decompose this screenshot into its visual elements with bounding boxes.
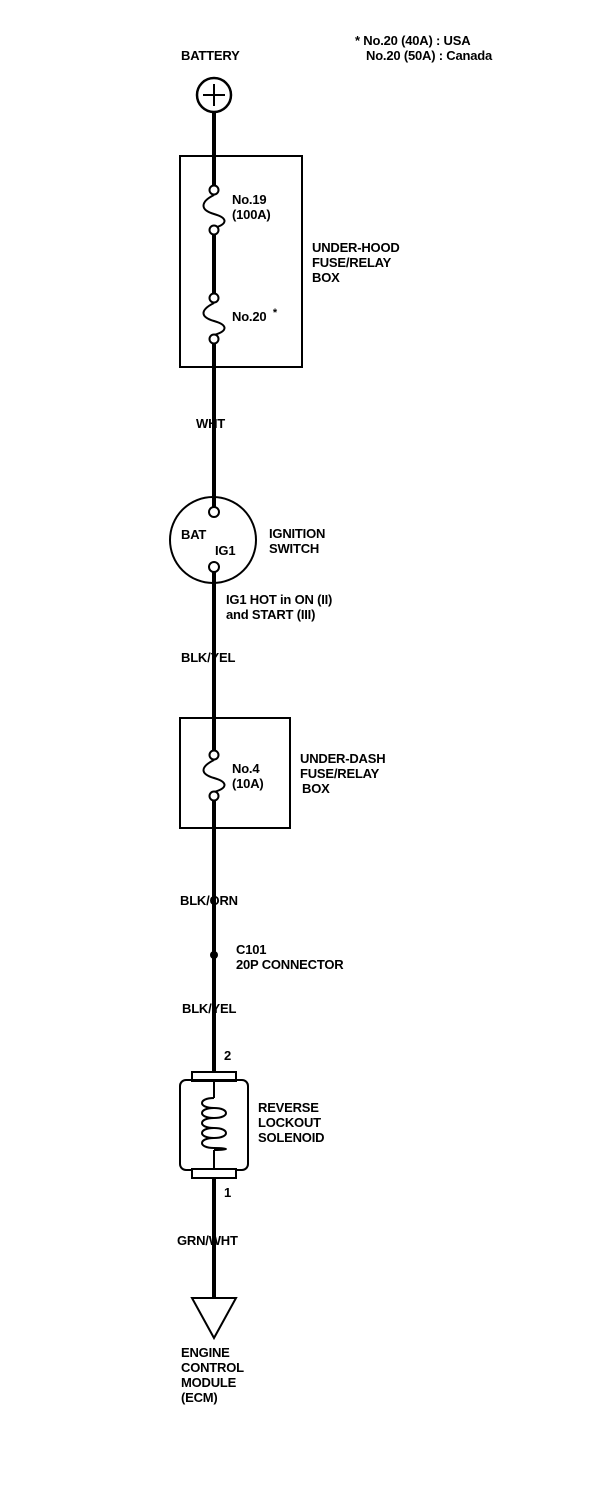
fuse-19-number: No.19 <box>232 192 267 207</box>
solenoid-coil-icon <box>201 1097 227 1151</box>
fuse-19-element <box>202 194 226 229</box>
wire-label-wht: WHT <box>196 416 225 431</box>
wire-label-grn-wht: GRN/WHT <box>177 1233 238 1248</box>
fuse-20-terminal-bottom <box>208 333 220 345</box>
under-dash-line-1: UNDER-DASH <box>300 751 386 766</box>
fuse-20-element <box>202 302 226 336</box>
fuse-4-rating: (10A) <box>232 776 264 791</box>
under-dash-line-3: BOX <box>302 781 330 796</box>
under-hood-box-label: UNDER-HOOD FUSE/RELAY BOX <box>312 240 400 285</box>
fuse-note-line-1: * No.20 (40A) : USA <box>355 33 471 48</box>
solenoid-line-1: REVERSE <box>258 1100 319 1115</box>
ecm-line-3: MODULE <box>181 1375 237 1390</box>
under-hood-box-outline <box>179 155 303 368</box>
fuse-20-asterisk: * <box>272 307 277 319</box>
under-hood-line-2: FUSE/RELAY <box>312 255 392 270</box>
ecm-line-2: CONTROL <box>181 1360 244 1375</box>
c101-name: C101 <box>236 942 267 957</box>
ecm-triangle-icon <box>190 1297 238 1341</box>
ig1-hot-note: IG1 HOT in ON (II) and START (III) <box>226 592 332 622</box>
under-dash-box-label: UNDER-DASH FUSE/RELAY BOX <box>300 751 386 796</box>
solenoid-label: REVERSE LOCKOUT SOLENOID <box>258 1100 324 1145</box>
fuse-4-label: No.4 (10A) <box>232 761 264 791</box>
ignition-bat-label: BAT <box>181 527 207 542</box>
fuse-19-terminal-top <box>208 184 220 196</box>
ecm-line-1: ENGINE <box>181 1345 230 1360</box>
solenoid-pin-1: 1 <box>224 1185 232 1200</box>
c101-connector-dot <box>210 951 218 959</box>
fuse-4-element <box>202 759 226 793</box>
fuse-note-line-2: No.20 (50A) : Canada <box>366 48 493 63</box>
fuse-20-terminal-top <box>208 292 220 304</box>
ignition-ig1-terminal <box>208 561 220 573</box>
solenoid-line-2: LOCKOUT <box>258 1115 321 1130</box>
wire-label-blk-yel-2: BLK/YEL <box>182 1001 237 1016</box>
wire-label-blk-orn: BLK/ORN <box>180 893 238 908</box>
solenoid-line-3: SOLENOID <box>258 1130 325 1145</box>
fuse-4-terminal-bottom <box>208 790 220 802</box>
under-dash-box-outline <box>179 717 291 829</box>
ecm-label: ENGINE CONTROL MODULE (ECM) <box>181 1345 244 1405</box>
ignition-bat-terminal <box>208 506 220 518</box>
fuse-20-label: No.20 * <box>232 307 277 326</box>
ig1-hot-note-line-2: and START (III) <box>226 607 316 622</box>
ignition-switch-body <box>169 496 257 584</box>
wire-label-blk-yel-1: BLK/YEL <box>181 650 236 665</box>
fuse-19-rating: (100A) <box>232 207 271 222</box>
battery-label: BATTERY <box>181 48 240 63</box>
fuse-20-number: No.20 <box>232 309 267 324</box>
under-hood-line-3: BOX <box>312 270 340 285</box>
ecm-line-4: (ECM) <box>181 1390 218 1405</box>
under-hood-line-1: UNDER-HOOD <box>312 240 400 255</box>
solenoid-bottom-cap <box>191 1168 237 1179</box>
ig1-hot-note-line-1: IG1 HOT in ON (II) <box>226 592 333 607</box>
under-dash-line-2: FUSE/RELAY <box>300 766 380 781</box>
ignition-switch-label: IGNITION SWITCH <box>269 526 325 556</box>
fuse-19-label: No.19 (100A) <box>232 192 271 222</box>
fuse-4-number: No.4 <box>232 761 260 776</box>
ignition-switch-line-2: SWITCH <box>269 541 320 556</box>
fuse-19-terminal-bottom <box>208 224 220 236</box>
solenoid-pin-2: 2 <box>224 1048 232 1063</box>
ignition-ig1-label: IG1 <box>215 543 236 558</box>
c101-connector-label: C101 20P CONNECTOR <box>236 942 344 972</box>
fuse-4-terminal-top <box>208 749 220 761</box>
c101-type: 20P CONNECTOR <box>236 957 344 972</box>
ignition-switch-line-1: IGNITION <box>269 526 326 541</box>
fuse-note: * No.20 (40A) : USA No.20 (50A) : Canada <box>355 33 492 63</box>
